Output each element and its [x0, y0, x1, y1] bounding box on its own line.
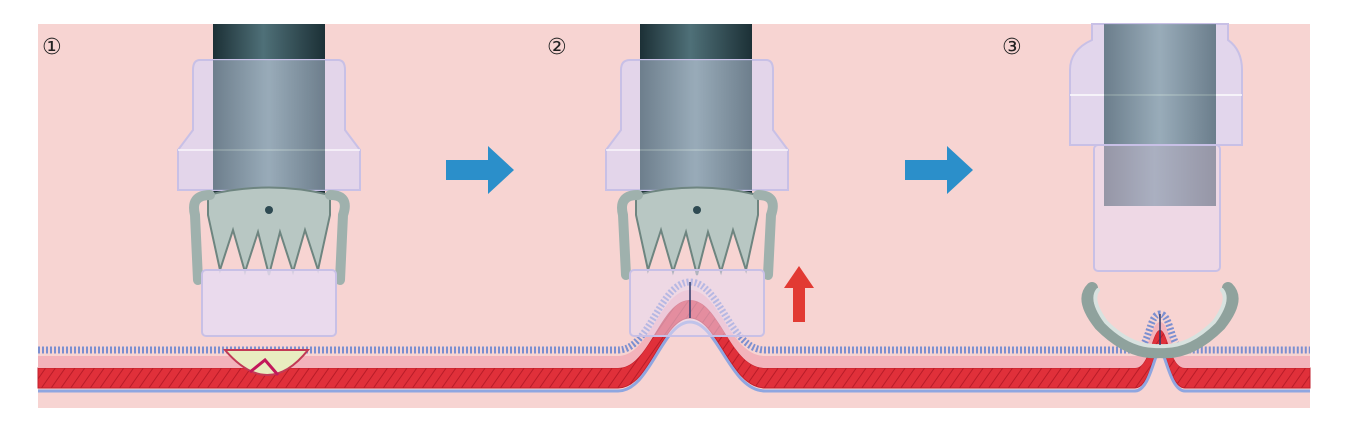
step-1: ①: [42, 24, 361, 376]
step-2-label: ②: [547, 35, 567, 60]
cap-tube: [1093, 144, 1221, 272]
arrow-up-icon: [784, 266, 814, 322]
step-1-label: ①: [42, 35, 62, 60]
step-3: ③: [1002, 23, 1243, 359]
clip-leg-left: [189, 190, 215, 285]
arrow-right-icon: [446, 146, 514, 194]
clip-leg-left: [617, 190, 643, 280]
deployed-clip: [1081, 282, 1239, 359]
clip-leg-right: [325, 190, 350, 285]
step-2: ②: [547, 24, 789, 337]
step-3-label: ③: [1002, 35, 1022, 60]
cap-tube: [201, 269, 337, 337]
arrow-right-icon: [905, 146, 973, 194]
clip-leg-right: [753, 190, 778, 280]
cap-tube: [629, 269, 765, 337]
